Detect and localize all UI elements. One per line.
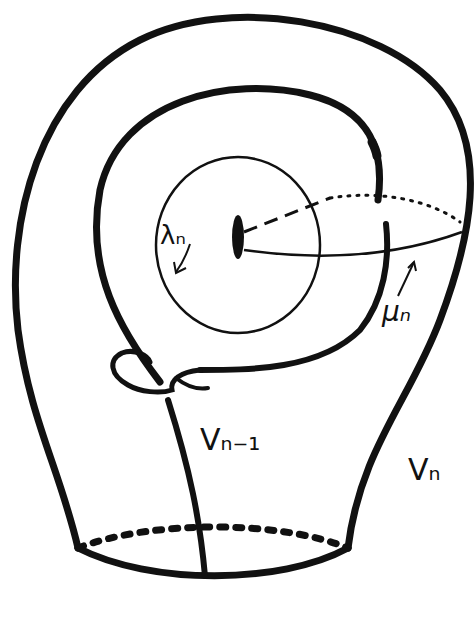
cross-section-back: [78, 527, 348, 548]
inner-torus-outer-arc: [96, 89, 379, 382]
torus-hole: [232, 215, 244, 259]
inner-torus-label: Vₙ₋₁: [200, 425, 260, 455]
lambda-leader: [176, 244, 190, 272]
cross-section-front: [78, 548, 348, 576]
mu-leader: [398, 262, 414, 296]
mu-arrowhead: [408, 262, 416, 271]
lambda-arrowhead: [174, 262, 186, 273]
lambda-label: λₙ: [160, 222, 186, 248]
inner-circle: [156, 157, 320, 333]
meridian-dotted: [330, 195, 460, 222]
outer-torus-label: Vₙ: [408, 455, 440, 485]
inner-torus-lower-arc: [200, 224, 387, 370]
clasp-tail: [176, 378, 208, 389]
outer-torus-outline: [15, 17, 470, 548]
mu-label: μₙ: [382, 298, 411, 326]
meridian-front: [244, 232, 462, 256]
inner-torus-strand: [168, 400, 205, 576]
inner-torus-crossing: [372, 142, 377, 156]
meridian-dashed: [244, 198, 330, 232]
